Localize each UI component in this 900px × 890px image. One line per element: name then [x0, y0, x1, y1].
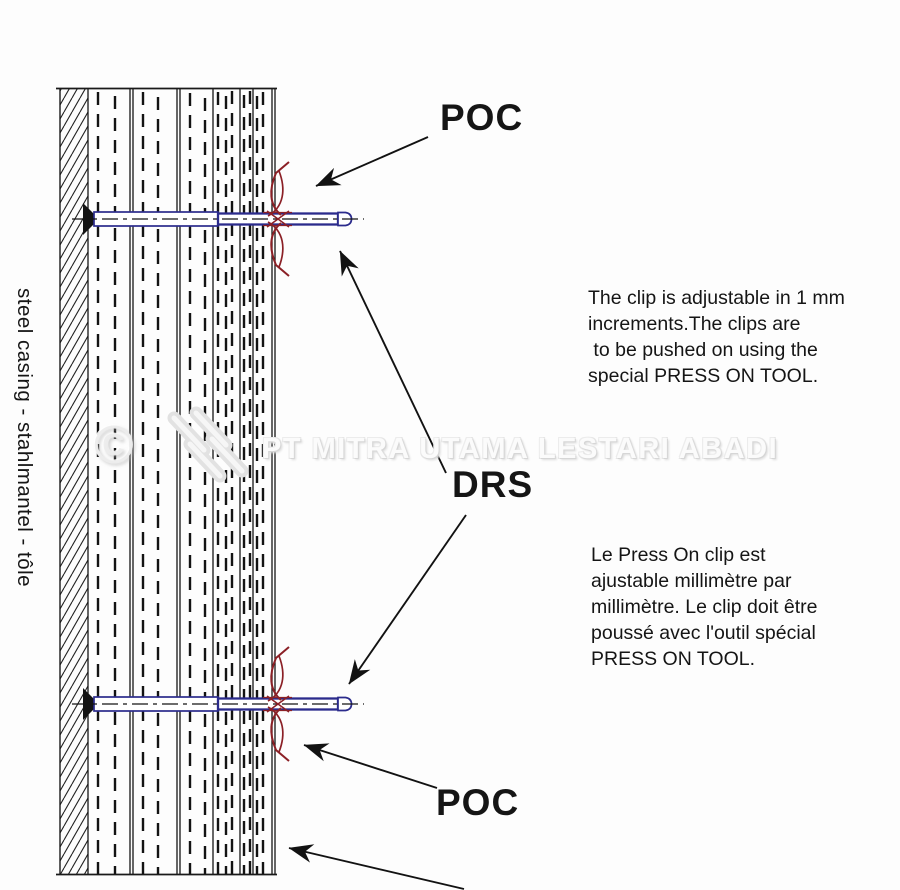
note-english-line: special PRESS ON TOOL.: [588, 365, 819, 387]
note-french-line: PRESS ON TOOL.: [591, 648, 755, 670]
note-french-line: ajustable millimètre par: [591, 570, 792, 592]
note-french-line: poussé avec l'outil spécial: [591, 622, 816, 644]
label-drs: DRS: [452, 464, 534, 505]
note-english-line: The clip is adjustable in 1 mm: [588, 287, 845, 309]
note-french-line: millimètre. Le clip doit être: [591, 596, 818, 618]
label-poc-top: POC: [440, 97, 524, 138]
casing-layer-lines: [56, 87, 277, 876]
label-steel-casing-vertical: steel casing - stahlmantel - tôle: [13, 288, 36, 588]
note-english-line: to be pushed on using the: [588, 339, 818, 361]
arrow-to-casing-bottom: [288, 844, 465, 890]
note-french: Le Press On clip est ajustable millimètr…: [591, 542, 818, 672]
arrow-drs-to-bottom-pin: [348, 514, 467, 685]
note-english-line: increments.The clips are: [588, 313, 801, 335]
label-poc-bottom: POC: [436, 782, 520, 823]
note-english: The clip is adjustable in 1 mm increment…: [588, 285, 845, 389]
note-french-line: Le Press On clip est: [591, 544, 766, 566]
arrow-poc-top: [315, 136, 429, 187]
leader-arrows: [288, 136, 467, 890]
arrow-drs-to-top-pin: [339, 250, 447, 474]
arrow-poc-bottom: [303, 743, 438, 789]
